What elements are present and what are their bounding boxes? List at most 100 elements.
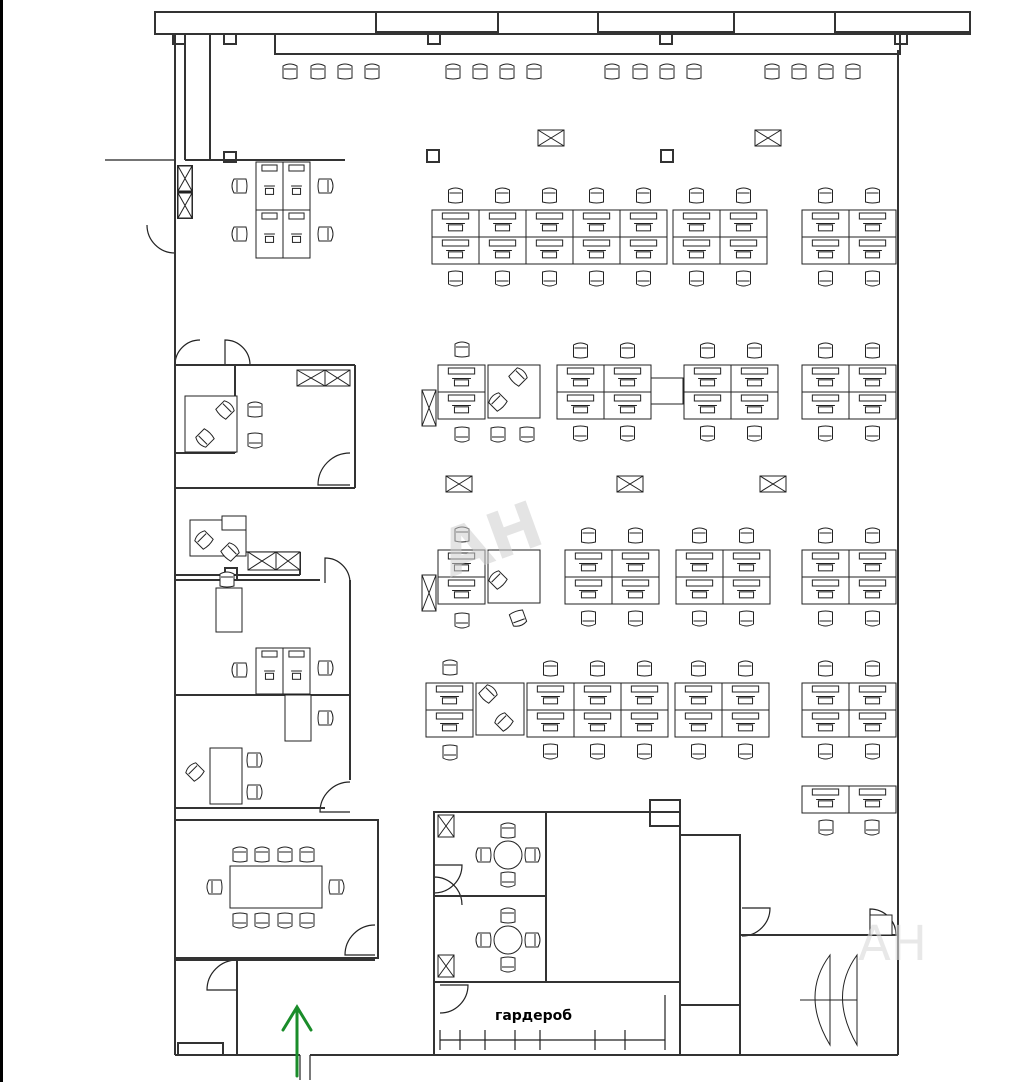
desk-drawer bbox=[817, 697, 834, 705]
monitor bbox=[811, 685, 840, 693]
chair-icon bbox=[454, 426, 470, 443]
column bbox=[894, 33, 908, 45]
page-border bbox=[0, 0, 3, 1082]
chair-seat bbox=[337, 63, 353, 80]
chair-seat bbox=[500, 956, 516, 973]
chair-seat bbox=[478, 684, 498, 704]
chair-seat bbox=[488, 392, 508, 412]
chair-seat bbox=[231, 178, 248, 194]
chair-icon bbox=[475, 932, 492, 948]
chair-seat bbox=[232, 846, 248, 863]
chair-seat bbox=[689, 270, 704, 287]
monitor bbox=[488, 212, 517, 220]
chair-seat bbox=[454, 426, 470, 443]
desk-drawer bbox=[291, 672, 302, 680]
desk-drawer bbox=[864, 800, 881, 808]
chair-icon bbox=[818, 660, 833, 677]
chair-icon bbox=[495, 270, 510, 287]
chair-icon bbox=[448, 270, 463, 287]
desk-drawer bbox=[291, 235, 302, 243]
monitor bbox=[447, 367, 476, 375]
chair-icon bbox=[231, 226, 248, 242]
watermark-secondary: AH bbox=[858, 916, 927, 972]
column bbox=[177, 1042, 224, 1056]
chair-seat bbox=[494, 712, 514, 732]
chair-seat bbox=[317, 660, 334, 676]
chair-icon bbox=[845, 63, 861, 80]
chair-icon bbox=[739, 610, 754, 627]
monitor bbox=[447, 579, 476, 587]
small-table bbox=[650, 377, 684, 405]
chair-seat bbox=[818, 660, 833, 677]
chair-seat bbox=[254, 912, 270, 929]
desk-drawer bbox=[817, 591, 834, 599]
desk-drawer bbox=[447, 251, 464, 259]
chair-seat bbox=[231, 226, 248, 242]
monitor bbox=[858, 212, 887, 220]
desk-drawer bbox=[447, 224, 464, 232]
chair-icon bbox=[818, 63, 834, 80]
desk-drawer bbox=[588, 224, 605, 232]
chair-seat bbox=[700, 342, 715, 359]
chair-icon bbox=[692, 527, 707, 544]
monitor bbox=[582, 212, 611, 220]
desk-drawer bbox=[817, 379, 834, 387]
monitor bbox=[858, 394, 887, 402]
chair-icon bbox=[299, 846, 315, 863]
desk-drawer bbox=[864, 724, 881, 732]
chair-icon bbox=[282, 63, 298, 80]
chair-icon bbox=[454, 612, 470, 629]
desk-drawer bbox=[817, 564, 834, 572]
monitor bbox=[535, 239, 564, 247]
cabinet-diagonal bbox=[275, 551, 301, 571]
desk-drawer bbox=[864, 697, 881, 705]
chair-icon bbox=[636, 187, 651, 204]
chair-seat bbox=[317, 178, 334, 194]
desk-drawer bbox=[494, 251, 511, 259]
chair-seat bbox=[231, 662, 248, 678]
window-band bbox=[274, 33, 901, 55]
chair-icon bbox=[818, 342, 833, 359]
door-swing bbox=[344, 924, 376, 956]
monitor bbox=[582, 239, 611, 247]
chair-icon bbox=[736, 187, 751, 204]
chair-seat bbox=[219, 571, 235, 588]
desk-drawer bbox=[541, 224, 558, 232]
desk-drawer bbox=[817, 406, 834, 414]
chair-seat bbox=[573, 342, 588, 359]
chair-seat bbox=[620, 425, 635, 442]
chair-back bbox=[227, 545, 237, 555]
monitor bbox=[261, 650, 278, 658]
column bbox=[659, 33, 673, 45]
monitor bbox=[629, 239, 658, 247]
monitor bbox=[684, 712, 713, 720]
desk-drawer bbox=[817, 724, 834, 732]
chair-seat bbox=[277, 912, 293, 929]
monitor bbox=[629, 212, 658, 220]
monitor bbox=[684, 685, 713, 693]
chair-seat bbox=[636, 187, 651, 204]
chair-seat bbox=[247, 401, 263, 418]
chair-icon bbox=[589, 270, 604, 287]
round-table bbox=[493, 840, 523, 870]
chair-icon bbox=[508, 609, 528, 627]
furniture-layer bbox=[177, 63, 897, 1047]
chair-icon bbox=[254, 846, 270, 863]
desk-drawer bbox=[738, 564, 755, 572]
chair-seat bbox=[747, 342, 762, 359]
meeting-table bbox=[229, 865, 323, 909]
desk-drawer bbox=[737, 724, 754, 732]
monitor bbox=[858, 552, 887, 560]
monitor bbox=[685, 579, 714, 587]
service-room bbox=[679, 834, 741, 1006]
window-icon bbox=[375, 11, 499, 33]
chair-seat bbox=[604, 63, 620, 80]
chair-seat bbox=[247, 432, 263, 449]
chair-icon bbox=[206, 879, 223, 895]
chair-icon bbox=[195, 428, 215, 448]
chair-seat bbox=[738, 743, 753, 760]
door-swing bbox=[174, 339, 201, 366]
chair-icon bbox=[442, 659, 458, 676]
desk-drawer bbox=[441, 697, 458, 705]
chair-icon bbox=[232, 912, 248, 929]
